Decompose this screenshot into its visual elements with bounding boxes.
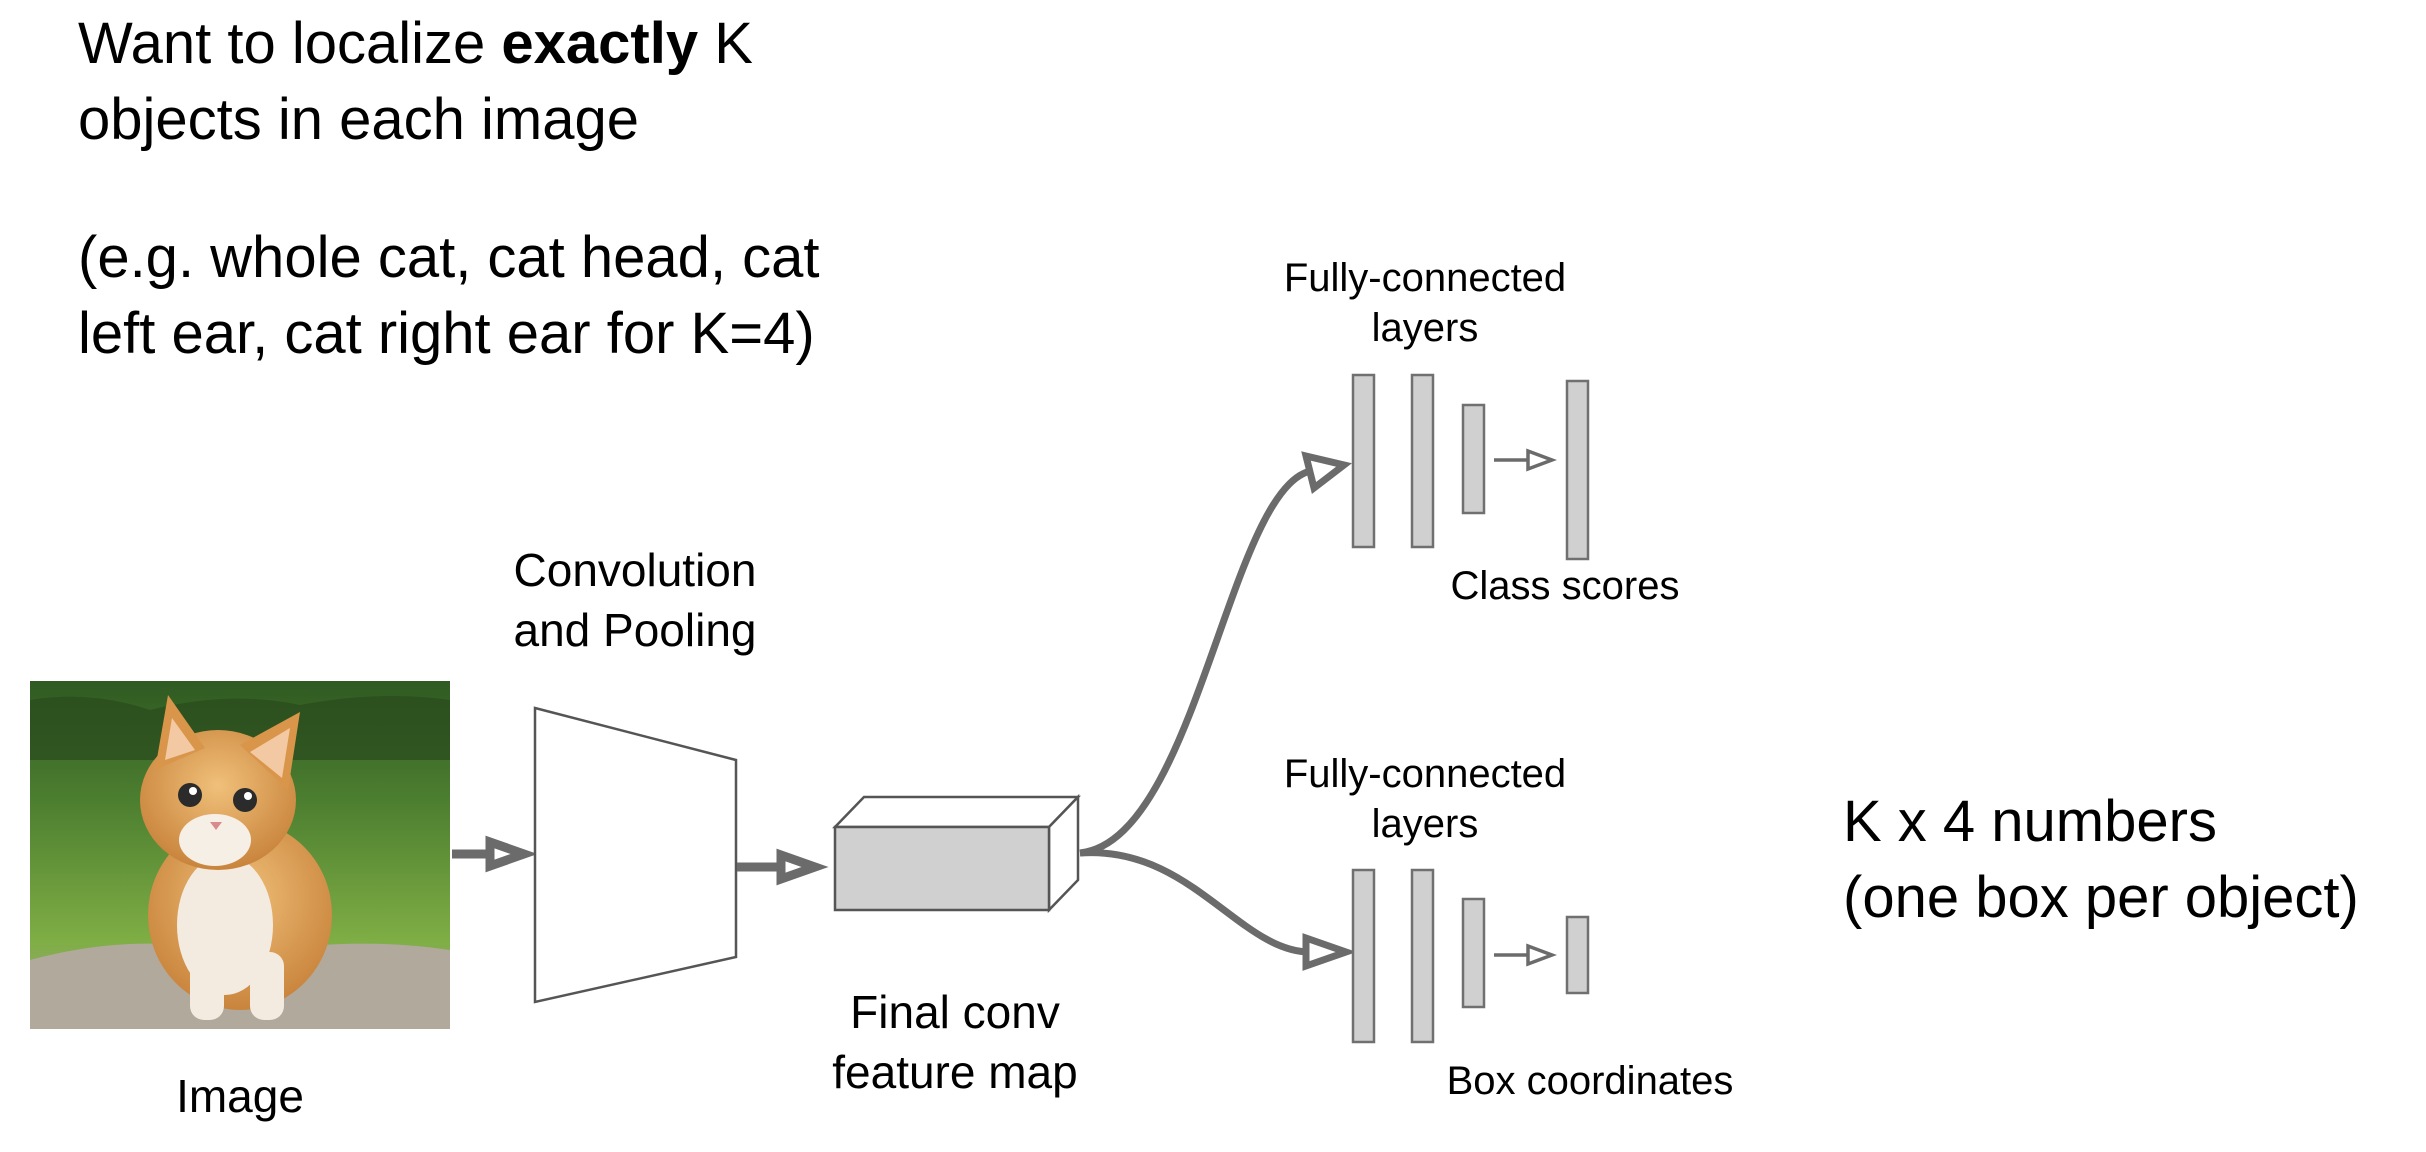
arrow-class-output <box>1494 448 1557 472</box>
fc-class-label: Fully-connected layers <box>1283 256 1567 350</box>
arrow-box-output <box>1494 943 1557 967</box>
arrow-image-to-conv <box>452 835 538 873</box>
feature-map-label: Final conv feature map <box>832 986 1078 1098</box>
fc-layers-box <box>1351 868 1590 1044</box>
image-caption: Image <box>176 1070 304 1122</box>
example-line-2: left ear, cat right ear for K=4) <box>78 301 815 366</box>
fc-class-layer-1 <box>1351 373 1376 549</box>
heading-line-2: objects in each image <box>78 87 639 152</box>
output-description: K x 4 numbers (one box per object) <box>1843 789 2359 930</box>
fc-box-layer-1 <box>1351 868 1376 1044</box>
slide-heading: Want to localize exactly K objects in ea… <box>78 6 753 158</box>
heading-line-1: Want to localize exactly K <box>78 11 753 76</box>
fc-box-output <box>1565 915 1590 995</box>
example-line-1: (e.g. whole cat, cat head, cat <box>78 225 820 290</box>
fc-class-layer-3 <box>1461 403 1486 515</box>
fc-class-output <box>1565 379 1590 561</box>
fc-layers-class <box>1351 373 1590 561</box>
arrow-conv-to-feature-map <box>737 848 829 886</box>
arrow-to-box-branch <box>1079 849 1357 971</box>
box-coordinates-label: Box coordinates <box>1446 1059 1734 1103</box>
example-text: (e.g. whole cat, cat head, cat left ear,… <box>78 220 820 372</box>
feature-map-block <box>832 793 1081 914</box>
cat-photo <box>30 681 450 1029</box>
fc-box-layer-2 <box>1410 868 1435 1044</box>
fc-box-layer-3 <box>1461 897 1486 1009</box>
conv-pool-label: Convolution and Pooling <box>513 544 757 656</box>
fc-class-layer-2 <box>1410 373 1435 549</box>
arrow-to-class-branch <box>1079 451 1352 857</box>
fc-box-label: Fully-connected layers <box>1283 752 1567 846</box>
class-scores-label: Class scores <box>1450 564 1680 608</box>
heading-bold-word: exactly <box>501 11 699 76</box>
conv-pool-block <box>533 706 738 1004</box>
